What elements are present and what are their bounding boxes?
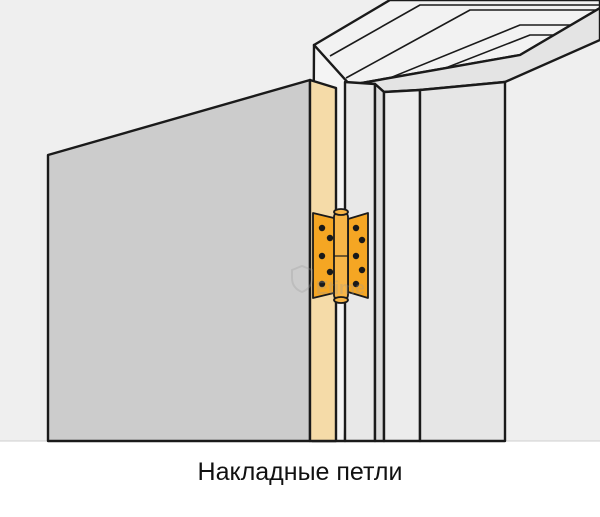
hinge-screws-left bbox=[318, 224, 334, 288]
watermark-shield-icon bbox=[291, 264, 313, 294]
screw-hole bbox=[318, 252, 326, 260]
frame-jamb-rabbet bbox=[373, 82, 386, 443]
frame-header-step-2 bbox=[345, 9, 600, 79]
hinge-pin-bottom bbox=[333, 296, 349, 304]
screw-hole bbox=[352, 280, 360, 288]
watermark: Etime bbox=[291, 264, 365, 298]
screw-hole bbox=[318, 280, 326, 288]
screw-hole bbox=[358, 236, 366, 244]
screw-hole bbox=[358, 266, 366, 274]
screw-hole bbox=[326, 268, 334, 276]
hinge-pin-top bbox=[333, 208, 349, 216]
screw-hole bbox=[352, 252, 360, 260]
frame-jamb-depth bbox=[418, 80, 507, 443]
door-leaf bbox=[46, 78, 338, 443]
hinge bbox=[312, 208, 369, 304]
hinge-screws-right bbox=[352, 224, 366, 288]
frame-jamb-inner bbox=[382, 88, 422, 443]
watermark-text: Etime bbox=[316, 278, 365, 298]
screw-hole bbox=[318, 224, 326, 232]
caption: Накладные петли bbox=[197, 458, 403, 486]
frame-header-step-1 bbox=[329, 4, 600, 57]
screw-hole bbox=[352, 224, 360, 232]
screw-hole bbox=[326, 234, 334, 242]
